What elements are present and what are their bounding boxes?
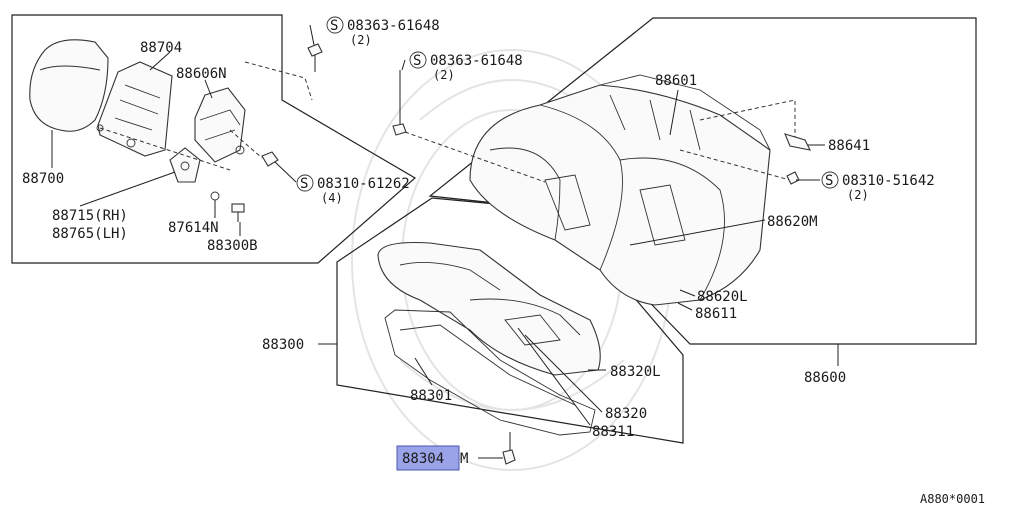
label-bolt-08310-61262: 08310-61262 bbox=[317, 176, 410, 192]
cushion-frame-88301 bbox=[384, 309, 596, 436]
bolt-08363-61648-a bbox=[307, 43, 323, 72]
s-symbol: S bbox=[821, 171, 839, 189]
cushion-group-frame bbox=[336, 197, 684, 444]
bolt-08310-51642 bbox=[786, 171, 800, 185]
label-88301: 88301 bbox=[410, 388, 452, 404]
qty-bolt-08363-61648-b: (2) bbox=[433, 68, 455, 82]
bolt-08363-61648-b bbox=[392, 70, 407, 136]
headrest-group-frame bbox=[11, 14, 417, 264]
label-88765: 88765(LH) bbox=[52, 226, 128, 242]
bracket-88641 bbox=[784, 133, 811, 151]
label-88620m: 88620M bbox=[767, 214, 818, 230]
label-bolt-08310-51642: 08310-51642 bbox=[842, 173, 935, 189]
bolt-08310-61262 bbox=[261, 151, 279, 167]
svg-text:S: S bbox=[825, 173, 833, 189]
bracket-88606n bbox=[194, 87, 246, 163]
label-87614n: 87614N bbox=[168, 220, 219, 236]
assembly-line bbox=[229, 129, 263, 159]
qty-bolt-08310-61262: (4) bbox=[321, 191, 343, 205]
svg-text:S: S bbox=[413, 53, 421, 69]
label-88715: 88715(RH) bbox=[52, 208, 128, 224]
label-88320l: 88320L bbox=[610, 364, 661, 380]
svg-text:88304: 88304 bbox=[402, 451, 444, 467]
assembly-line bbox=[699, 99, 796, 145]
qty-bolt-08310-51642: (2) bbox=[847, 188, 869, 202]
label-88700: 88700 bbox=[22, 171, 64, 187]
label-88300b: 88300B bbox=[207, 238, 258, 254]
assembly-line bbox=[404, 131, 546, 183]
svg-text:S: S bbox=[330, 18, 338, 34]
label-88620l: 88620L bbox=[697, 289, 748, 305]
headrest-88700 bbox=[29, 39, 109, 132]
clip-88304m bbox=[502, 432, 516, 465]
label-bolt-08363-61648-a: 08363-61648 bbox=[347, 18, 440, 34]
svg-text:S: S bbox=[300, 176, 308, 192]
reference-code: A880*0001 bbox=[920, 492, 985, 506]
qty-bolt-08363-61648-a: (2) bbox=[350, 33, 372, 47]
label-88606n: 88606N bbox=[176, 66, 227, 82]
label-88704: 88704 bbox=[140, 40, 182, 56]
leader-lines bbox=[51, 24, 839, 459]
highlighted-part-88304m[interactable]: 88304 M bbox=[396, 445, 468, 471]
seatback-group-frame bbox=[428, 17, 977, 345]
label-88311: 88311 bbox=[592, 424, 634, 440]
s-symbol: S bbox=[326, 16, 344, 34]
assembly-line bbox=[244, 61, 313, 101]
guide-88715 bbox=[169, 147, 201, 183]
label-88641: 88641 bbox=[828, 138, 870, 154]
s-symbol: S bbox=[296, 174, 314, 192]
label-88300: 88300 bbox=[262, 337, 304, 353]
svg-text:M: M bbox=[460, 451, 468, 467]
label-88601: 88601 bbox=[655, 73, 697, 89]
assembly-line bbox=[679, 149, 791, 181]
label-88320: 88320 bbox=[605, 406, 647, 422]
s-symbol: S bbox=[409, 51, 427, 69]
headrest-frame-88704 bbox=[96, 61, 173, 157]
cushion-88300 bbox=[377, 241, 601, 376]
label-bolt-08363-61648-b: 08363-61648 bbox=[430, 53, 523, 69]
label-88600: 88600 bbox=[804, 370, 846, 386]
assembly-line bbox=[99, 127, 231, 171]
seatback-88601 bbox=[469, 74, 771, 306]
label-88611: 88611 bbox=[695, 306, 737, 322]
screw-88300b bbox=[231, 203, 245, 222]
